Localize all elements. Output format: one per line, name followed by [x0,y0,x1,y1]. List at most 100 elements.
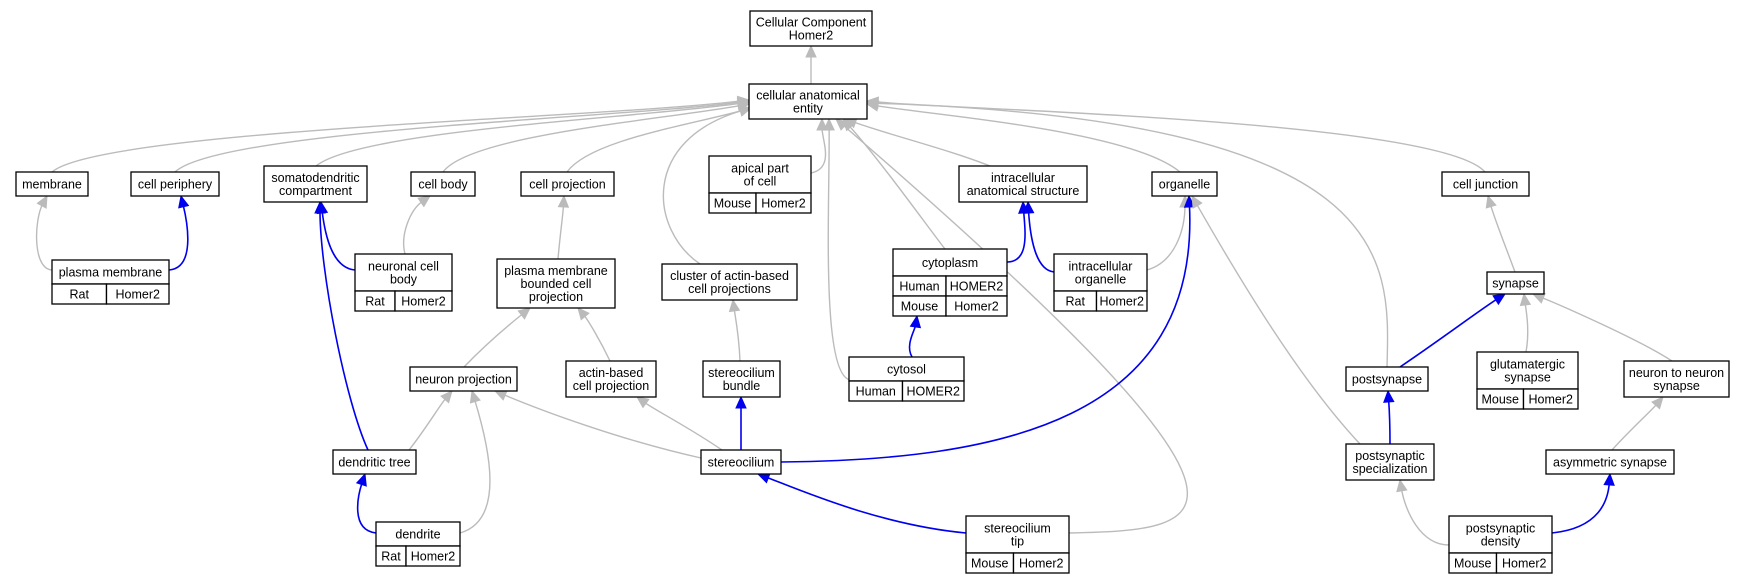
edge-line [827,127,852,381]
node-label: cell junction [1453,178,1518,192]
edge-arrowhead [1191,194,1203,209]
edge-cytosol-to-cae [823,117,852,381]
node-asym[interactable]: asymmetric synapse [1545,449,1675,475]
node-label: Homer2 [789,29,834,43]
node-box [749,10,873,47]
node-dendtree[interactable]: dendritic tree [332,449,417,475]
edge-line [766,476,967,534]
edge-io-to-organelle [1146,194,1191,271]
node-box [496,258,616,309]
node-label: membrane [22,178,82,192]
node-label: cell projection [529,178,605,192]
node-label: anatomical structure [967,184,1080,198]
node-label: projection [529,290,583,304]
node-cellproj[interactable]: cell projection [520,171,615,197]
edge-arrowhead [1383,389,1395,403]
edge-line [463,313,524,368]
node-cellbody[interactable]: cell body [410,171,476,197]
node-label: bundle [723,379,761,393]
node-box [1545,449,1675,475]
tag-label: Rat [365,295,385,309]
edge-line [1387,399,1391,445]
tag-label: Rat [1066,295,1086,309]
tag-label: Homer2 [1100,295,1145,309]
tag-label: Homer2 [411,550,456,564]
edge-line [557,204,565,260]
tag-label: Homer2 [761,197,806,211]
edge-arrowhead [557,194,570,208]
edge-arrowhead [1183,194,1196,208]
species-annotation-row: Rat Homer2 [1053,290,1148,312]
edge-line [1524,302,1529,353]
edge-line [1027,210,1055,273]
node-label: neuron projection [415,373,512,387]
edge-line [810,127,827,174]
edge-arrowhead [355,472,367,487]
node-box [965,515,1070,554]
node-label: Cellular Component [756,16,867,30]
node-label: dendrite [395,528,440,542]
node-label: cell periphery [138,178,213,192]
node-box [1486,271,1545,295]
node-label: of cell [744,175,777,189]
node-label: dendritic tree [338,456,410,470]
edge-arrowhead [823,117,835,131]
edge-arrowhead [178,194,190,209]
node-neuronproj[interactable]: neuron projection [409,366,518,392]
edge-psd-to-pss [1396,478,1450,546]
edge-arrowhead [738,105,753,117]
node-box [661,263,798,301]
node-organelle[interactable]: organelle [1151,171,1218,197]
node-label: plasma membrane [59,266,163,280]
node-membrane[interactable]: membrane [15,171,89,197]
edge-line [1146,204,1186,271]
node-postsynapse[interactable]: postsynapse [1345,366,1429,392]
node-label: tip [1011,535,1024,549]
edge-glut-to-synapse [1519,292,1532,353]
tag-cell-human [901,380,965,402]
edge-arrowhead [417,195,431,208]
edge-ias-to-cae [843,117,991,167]
node-celljunction[interactable]: cell junction [1441,171,1530,197]
tag-cell-rat [105,283,170,305]
edge-line [51,100,741,173]
edge-line [321,210,356,271]
tag-label: Homer2 [954,300,999,314]
edge-asym-to-n2n [1611,396,1664,451]
edge-line [1006,210,1026,263]
edge-line [503,393,702,459]
edge-abcp-to-pmbcp [577,307,611,362]
edge-arrowhead [1531,292,1546,304]
node-synapse[interactable]: synapse [1486,271,1545,295]
node-box [700,449,782,475]
node-cellperiphery[interactable]: cell periphery [130,171,220,197]
node-stereocilium[interactable]: stereocilium [700,449,782,475]
edge-arrowhead [469,389,481,404]
